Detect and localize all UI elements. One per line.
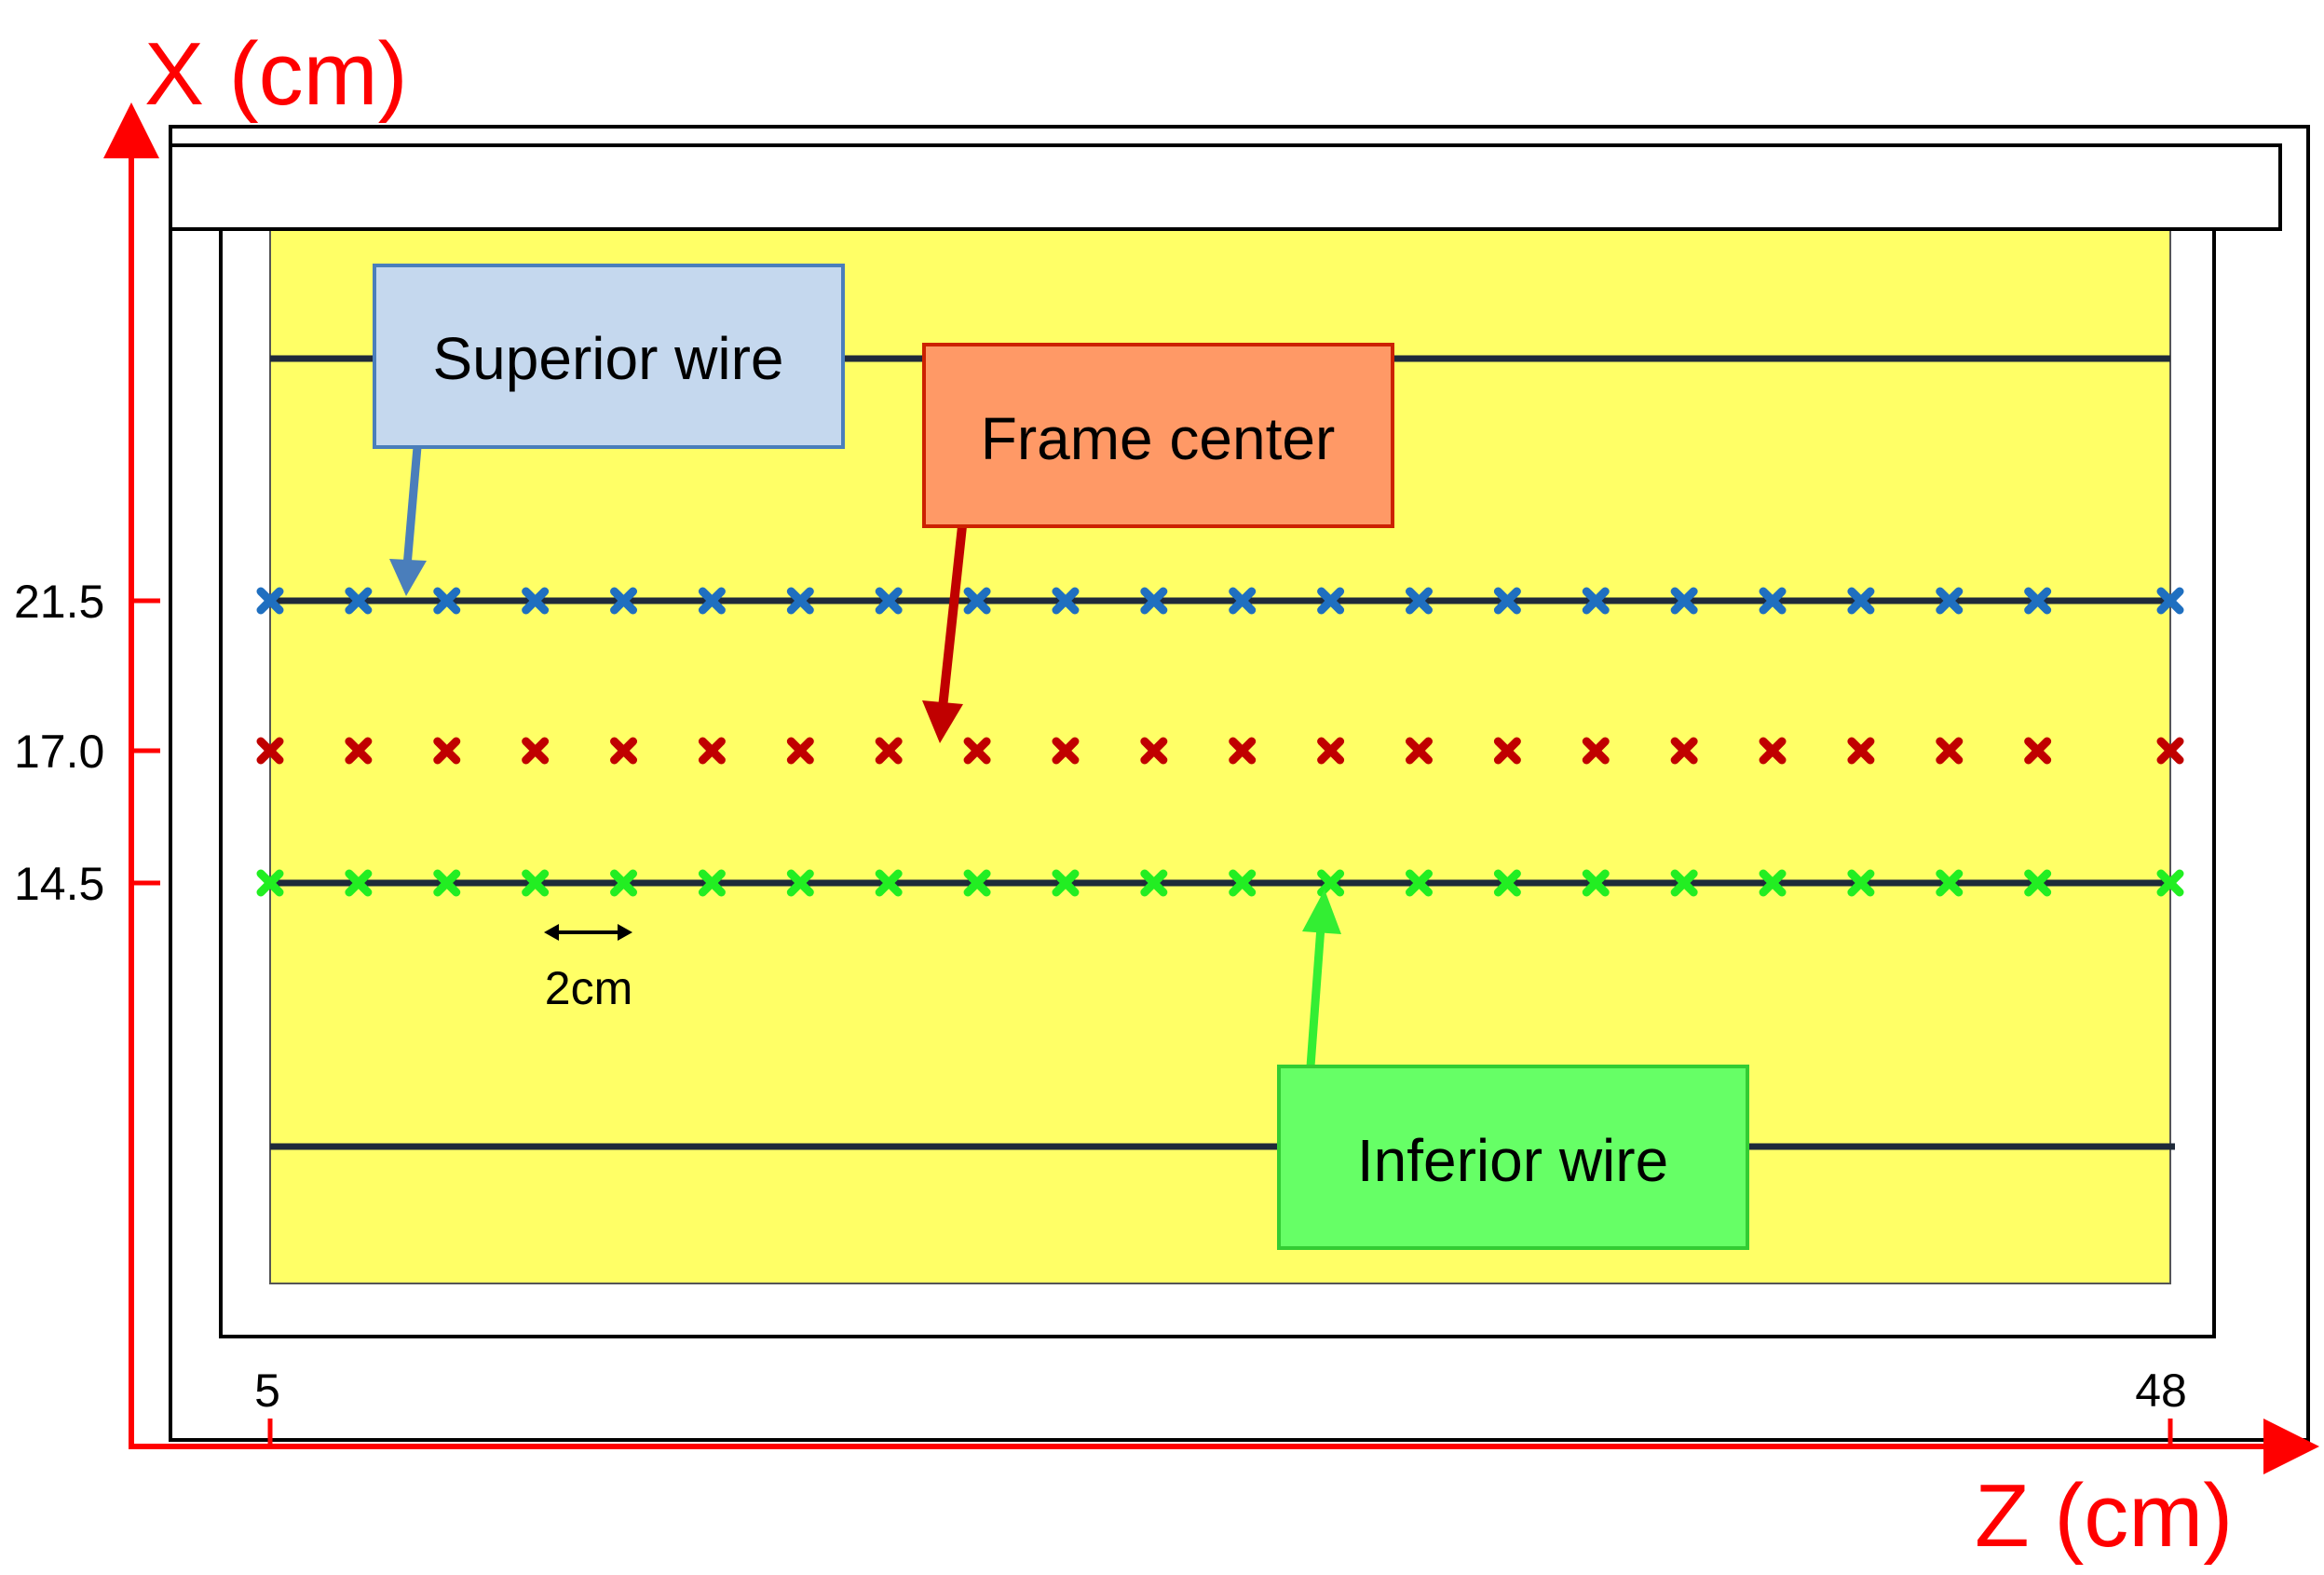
center-marker bbox=[1670, 737, 1698, 765]
superior-marker bbox=[1493, 587, 1521, 615]
center-marker bbox=[610, 737, 638, 765]
superior-marker bbox=[610, 587, 638, 615]
superior-marker bbox=[1140, 587, 1168, 615]
superior-marker bbox=[1052, 587, 1080, 615]
inferior-marker bbox=[1670, 869, 1698, 897]
inferior-marker bbox=[698, 869, 726, 897]
center-marker bbox=[522, 737, 550, 765]
inferior-marker bbox=[1493, 869, 1521, 897]
center-marker bbox=[1052, 737, 1080, 765]
center-marker bbox=[2024, 737, 2052, 765]
outer-frame bbox=[169, 125, 2310, 1442]
inferior-marker bbox=[522, 869, 550, 897]
frame-center-label: Frame center bbox=[981, 405, 1336, 472]
x-tick-label: 21.5 bbox=[14, 576, 104, 628]
superior-marker bbox=[256, 587, 284, 615]
superior-wire-label: Superior wire bbox=[432, 325, 783, 392]
inferior-marker bbox=[1582, 869, 1610, 897]
inferior-marker bbox=[786, 869, 814, 897]
inferior-callout-arrow bbox=[1302, 889, 1341, 1067]
center-marker bbox=[1140, 737, 1168, 765]
superior-callout-arrow bbox=[389, 446, 427, 596]
frame-center-callout: Frame center bbox=[922, 343, 1394, 528]
center-marker bbox=[2156, 737, 2184, 765]
center-marker bbox=[786, 737, 814, 765]
z-tick-label: 48 bbox=[2135, 1365, 2187, 1417]
center-marker bbox=[1229, 737, 1257, 765]
superior-marker bbox=[1582, 587, 1610, 615]
inferior-marker bbox=[433, 869, 461, 897]
center-marker bbox=[1759, 737, 1787, 765]
inferior-marker bbox=[2024, 869, 2052, 897]
inferior-marker bbox=[256, 869, 284, 897]
x-tick-label: 17.0 bbox=[14, 726, 104, 778]
superior-marker bbox=[1759, 587, 1787, 615]
inferior-marker bbox=[1052, 869, 1080, 897]
center-callout-arrow bbox=[922, 525, 967, 743]
superior-marker bbox=[433, 587, 461, 615]
center-marker bbox=[345, 737, 373, 765]
inferior-wire-callout: Inferior wire bbox=[1277, 1065, 1749, 1250]
inferior-marker bbox=[610, 869, 638, 897]
inferior-marker bbox=[1847, 869, 1875, 897]
superior-marker bbox=[1405, 587, 1433, 615]
inferior-marker bbox=[1759, 869, 1787, 897]
center-marker bbox=[1582, 737, 1610, 765]
inferior-marker bbox=[1405, 869, 1433, 897]
center-marker bbox=[1317, 737, 1345, 765]
inferior-marker bbox=[345, 869, 373, 897]
superior-marker bbox=[2156, 587, 2184, 615]
superior-marker bbox=[345, 587, 373, 615]
superior-marker bbox=[1317, 587, 1345, 615]
superior-marker bbox=[1847, 587, 1875, 615]
superior-marker bbox=[2024, 587, 2052, 615]
inferior-marker bbox=[963, 869, 991, 897]
center-marker bbox=[1493, 737, 1521, 765]
center-marker bbox=[1847, 737, 1875, 765]
center-marker bbox=[875, 737, 903, 765]
spacing-label: 2cm bbox=[545, 962, 632, 1014]
inferior-marker bbox=[1229, 869, 1257, 897]
x-axis-title: X (cm) bbox=[144, 24, 408, 124]
superior-marker bbox=[786, 587, 814, 615]
center-marker bbox=[433, 737, 461, 765]
center-marker bbox=[963, 737, 991, 765]
superior-marker bbox=[698, 587, 726, 615]
x-tick-label: 14.5 bbox=[14, 858, 104, 910]
superior-marker bbox=[1936, 587, 1964, 615]
superior-marker bbox=[963, 587, 991, 615]
spacing-arrowhead-right bbox=[618, 924, 632, 941]
z-axis-title: Z (cm) bbox=[1975, 1466, 2233, 1566]
superior-marker bbox=[522, 587, 550, 615]
center-marker bbox=[698, 737, 726, 765]
superior-marker bbox=[1229, 587, 1257, 615]
z-tick-label: 5 bbox=[254, 1365, 280, 1417]
inferior-marker bbox=[1140, 869, 1168, 897]
marker-layer bbox=[256, 587, 2184, 897]
inferior-marker bbox=[1317, 869, 1345, 897]
center-marker bbox=[1936, 737, 1964, 765]
superior-wire-callout: Superior wire bbox=[373, 264, 845, 449]
center-marker bbox=[1405, 737, 1433, 765]
top-bar bbox=[169, 143, 2282, 231]
inferior-marker bbox=[1936, 869, 1964, 897]
inferior-marker bbox=[2156, 869, 2184, 897]
center-marker bbox=[256, 737, 284, 765]
superior-marker bbox=[1670, 587, 1698, 615]
inferior-wire-label: Inferior wire bbox=[1357, 1127, 1668, 1194]
inferior-marker bbox=[875, 869, 903, 897]
spacing-arrowhead-left bbox=[544, 924, 559, 941]
superior-marker bbox=[875, 587, 903, 615]
